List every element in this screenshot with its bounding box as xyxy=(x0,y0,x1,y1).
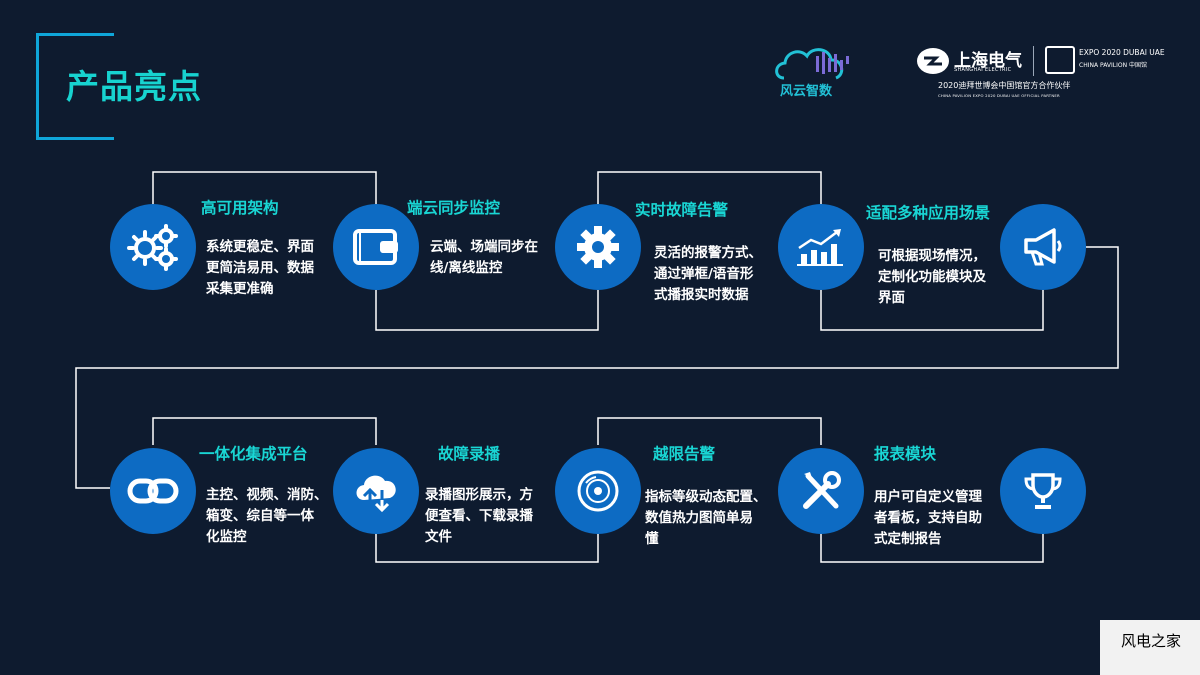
gear-icon xyxy=(577,226,619,268)
feature-title-3: 实时故障告警 xyxy=(635,201,729,219)
expo-line2: CHINA PAVILION 中国馆 xyxy=(1079,62,1148,69)
feature-title-6: 故障录播 xyxy=(438,445,501,463)
china-pavilion-icon xyxy=(1045,46,1075,74)
expo-line1: EXPO 2020 DUBAI UAE xyxy=(1079,48,1165,57)
feature-circle-6 xyxy=(333,448,419,534)
partner-cn: 2020迪拜世博会中国馆官方合作伙伴 xyxy=(938,81,1071,90)
end-circle-top xyxy=(1000,204,1086,290)
megaphone-icon xyxy=(1024,228,1062,266)
fengyun-logo-icon xyxy=(775,48,849,80)
partner-en: CHINA PAVILION EXPO 2020 DUBAI UAE OFFIC… xyxy=(938,93,1060,98)
feature-circle-3 xyxy=(555,204,641,290)
feature-circle-7 xyxy=(555,448,641,534)
logo-divider xyxy=(1033,46,1034,76)
feature-desc-4: 可根据现场情况，定制化功能模块及界面 xyxy=(878,248,986,306)
shanghai-electric-en: SHANGHAI ELECTRIC xyxy=(954,67,1012,73)
feature-desc-6: 录播图形展示，方便查看、下载录播文件 xyxy=(425,487,533,545)
feature-title-8: 报表模块 xyxy=(874,445,937,463)
watermark: 风电之家 xyxy=(1117,630,1186,652)
shanghai-electric-name: 上海电气 xyxy=(954,51,1022,71)
disc-icon xyxy=(577,470,619,512)
wallet-icon xyxy=(353,229,398,265)
feature-desc-3: 灵活的报警方式、通过弹框/语音形式播报实时数据 xyxy=(654,245,762,303)
link-icon xyxy=(127,478,179,504)
feature-circle-5 xyxy=(110,448,196,534)
feature-title-4: 适配多种应用场景 xyxy=(866,204,991,222)
gears-icon xyxy=(127,224,178,271)
trophy-icon xyxy=(1024,473,1062,509)
feature-title-2: 端云同步监控 xyxy=(407,199,501,217)
feature-title-5: 一体化集成平台 xyxy=(199,445,308,463)
feature-circle-8 xyxy=(778,448,864,534)
growth-chart-icon xyxy=(797,229,843,266)
feature-desc-7: 指标等级动态配置、数值热力图简单易懂 xyxy=(645,489,767,547)
feature-circle-4 xyxy=(778,204,864,290)
title-frame xyxy=(36,33,114,140)
page-title: 产品亮点 xyxy=(66,67,202,106)
feature-title-7: 越限告警 xyxy=(653,445,716,463)
feature-circle-1 xyxy=(110,204,196,290)
feature-circle-2 xyxy=(333,204,419,290)
feature-desc-1: 系统更稳定、界面更简洁易用、数据采集更准确 xyxy=(206,239,314,297)
tools-icon xyxy=(803,471,841,509)
cloud-transfer-icon xyxy=(356,475,396,513)
end-circle-bottom xyxy=(1000,448,1086,534)
fengyun-logo-text: 风云智数 xyxy=(780,84,833,99)
feature-desc-8: 用户可自定义管理者看板，支持自助式定制报告 xyxy=(874,489,982,547)
feature-desc-2: 云端、场端同步在线/离线监控 xyxy=(430,239,538,276)
shanghai-electric-logo-icon xyxy=(917,48,949,74)
feature-title-1: 高可用架构 xyxy=(201,199,279,217)
feature-desc-5: 主控、视频、消防、箱变、综自等一体化监控 xyxy=(206,487,328,545)
